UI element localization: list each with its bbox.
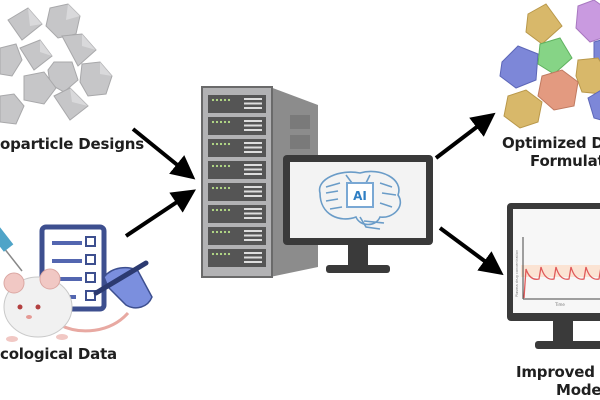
server-vent [244, 107, 262, 109]
server-vent [244, 142, 262, 144]
server-vent [244, 217, 262, 219]
server-led [211, 142, 215, 146]
server-vent [244, 129, 262, 131]
server-led [227, 98, 231, 102]
server-led [215, 208, 219, 212]
server-led [223, 98, 227, 102]
server-led [215, 252, 219, 256]
server-vent [244, 190, 262, 193]
server-led [227, 142, 231, 146]
server-vent [244, 256, 262, 259]
server-vent [244, 261, 262, 263]
pk-chart-monitor-icon: Plasma drug concentration Time [507, 203, 600, 349]
server-led [227, 164, 231, 168]
improved-models-label-line1: Improved B [516, 363, 600, 381]
server-led [219, 252, 223, 256]
server-led [211, 98, 215, 102]
colored-polyhedra-cluster-icon [499, 0, 600, 129]
server-vent [244, 164, 262, 166]
pharmacological-data-label: cological Data [0, 345, 117, 363]
server-vent [244, 195, 262, 197]
server-led [215, 164, 219, 168]
server-vent [244, 212, 262, 215]
server-led [219, 98, 223, 102]
server-led [227, 186, 231, 190]
nanoparticle-designs-label: oparticle Designs [0, 135, 144, 153]
server-led [227, 230, 231, 234]
server-led [219, 164, 223, 168]
pk-y-axis-label: Plasma drug concentration [515, 250, 519, 297]
server-led [227, 208, 231, 212]
server-led [223, 164, 227, 168]
server-led [223, 142, 227, 146]
server-vent [244, 146, 262, 149]
server-led [211, 186, 215, 190]
optimized-formulations-label-line2: Formulat [530, 152, 600, 170]
mouse-syringe-checklist-icon [0, 223, 153, 342]
server-led [219, 230, 223, 234]
grey-polyhedra-cluster-icon [0, 3, 113, 125]
ai-brain-monitor-icon: AI [283, 155, 433, 273]
server-vent [244, 98, 262, 100]
server-tower-icon [201, 86, 318, 278]
server-vent [244, 234, 262, 237]
server-led [223, 208, 227, 212]
server-vent [244, 208, 262, 210]
server-led [211, 230, 215, 234]
server-led [223, 186, 227, 190]
server-vent [244, 124, 262, 127]
server-vent [244, 168, 262, 171]
server-led [215, 120, 219, 124]
server-vent [244, 102, 262, 105]
server-led [211, 164, 215, 168]
server-led [219, 186, 223, 190]
server-vent [244, 230, 262, 232]
server-led [227, 120, 231, 124]
server-led [219, 142, 223, 146]
server-led [227, 252, 231, 256]
server-led [219, 120, 223, 124]
server-led [211, 208, 215, 212]
server-led [215, 98, 219, 102]
server-vent [244, 252, 262, 254]
optimized-formulations-label-line1: Optimized D [502, 134, 600, 152]
server-led [223, 230, 227, 234]
improved-models-label-line2: Mode [556, 381, 600, 399]
server-vent [244, 151, 262, 153]
pk-x-axis-label: Time [554, 302, 565, 307]
server-led [223, 252, 227, 256]
server-led [223, 120, 227, 124]
server-vent [244, 186, 262, 188]
server-led [211, 252, 215, 256]
server-led [215, 230, 219, 234]
server-led [219, 208, 223, 212]
server-vent [244, 239, 262, 241]
server-vent [244, 120, 262, 122]
server-led [215, 142, 219, 146]
ai-screen-text: AI [353, 189, 367, 203]
server-led [211, 120, 215, 124]
server-vent [244, 173, 262, 175]
server-led [215, 186, 219, 190]
